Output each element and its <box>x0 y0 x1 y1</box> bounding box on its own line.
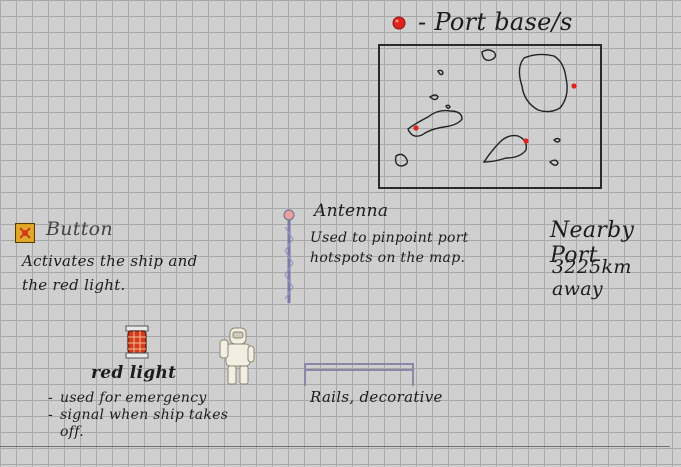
map-drawing <box>394 49 577 167</box>
red-light-notes: used for emergency signal when ship take… <box>48 390 248 441</box>
island-bottom-right-1 <box>552 137 561 143</box>
island-bottom-right-2 <box>548 159 559 166</box>
red-light-note: signal when ship takes off. <box>48 407 248 441</box>
rails-icon <box>304 363 414 386</box>
nearby-port-title: Nearby Port <box>550 218 635 268</box>
red-dot-icon <box>392 16 406 30</box>
island-tiny <box>445 104 451 109</box>
legend-label: - Port base/s <box>418 8 573 36</box>
red-light-icon <box>125 325 149 359</box>
astronaut-icon <box>219 327 255 385</box>
port-marker <box>413 125 419 131</box>
island-left-small-2 <box>428 94 439 101</box>
nearby-port-distance: 3225km away <box>552 256 632 300</box>
rails-label: Rails, decorative <box>310 388 443 406</box>
antenna-icon <box>283 209 295 303</box>
island-bottom-left <box>394 153 409 167</box>
antenna-description: Used to pinpoint port hotspots on the ma… <box>310 230 469 266</box>
antenna-title: Antenna <box>314 201 389 221</box>
button-icon <box>15 223 35 243</box>
divider <box>0 446 670 447</box>
port-marker <box>523 138 529 144</box>
island-right-large <box>518 53 568 113</box>
island-bottom-mid <box>482 134 528 163</box>
port-marker <box>571 83 577 89</box>
button-description: Activates the ship and the red light. <box>22 252 198 294</box>
red-light-title: red light <box>91 363 177 383</box>
island-left-small-1 <box>437 69 444 76</box>
port-map[interactable] <box>378 44 602 189</box>
red-light-note: used for emergency <box>48 390 248 407</box>
button-title: Button <box>46 218 113 240</box>
island-left-mid <box>407 109 463 137</box>
island-top <box>481 49 497 62</box>
